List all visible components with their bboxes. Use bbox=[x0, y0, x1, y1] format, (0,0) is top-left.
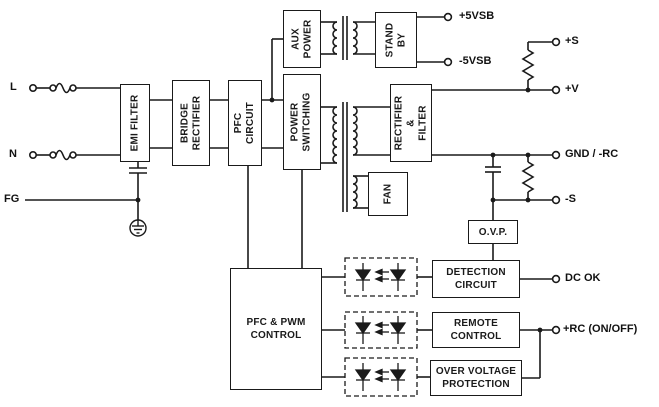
terminal-input-n bbox=[28, 151, 50, 160]
block-label: FAN bbox=[381, 183, 393, 205]
label-gnd-rc: GND / -RC bbox=[565, 148, 619, 160]
block-label: OVER VOLTAGE PROTECTION bbox=[435, 366, 517, 390]
label-plus-s: +S bbox=[565, 35, 579, 47]
resistor-icon-plus-s bbox=[521, 42, 535, 90]
terminal-input-l bbox=[28, 84, 50, 93]
block-ovp: O.V.P. bbox=[468, 220, 518, 244]
label-plus-5vsb: +5VSB bbox=[459, 10, 495, 22]
wire-aux-tap bbox=[271, 38, 283, 100]
block-rectifier-filter: RECTIFIER & FILTER bbox=[390, 84, 432, 162]
label-minus-5vsb: -5VSB bbox=[459, 55, 492, 67]
transformer-icon-main bbox=[321, 102, 390, 212]
block-pfc-circuit: PFC CIRCUIT bbox=[228, 80, 262, 166]
block-aux-power: AUX POWER bbox=[283, 10, 321, 68]
terminal-dc-ok bbox=[551, 274, 561, 284]
block-label: STAND BY bbox=[383, 22, 407, 58]
block-label: BRIDGE RECTIFIER bbox=[179, 95, 202, 151]
terminal-plus-rc bbox=[551, 325, 561, 335]
block-stand-by: STAND BY bbox=[375, 12, 417, 68]
label-plus-rc: +RC (ON/OFF) bbox=[563, 323, 638, 335]
wire-opto-links bbox=[322, 276, 432, 378]
label-input-fg: FG bbox=[4, 193, 20, 205]
fuse-icon bbox=[49, 149, 77, 161]
optocoupler-icon-1 bbox=[344, 257, 418, 297]
block-pfc-pwm-control: PFC & PWM CONTROL bbox=[230, 268, 322, 390]
block-power-switching: POWER SWITCHING bbox=[283, 74, 321, 170]
block-remote-control: REMOTE CONTROL bbox=[432, 312, 520, 348]
block-label: EMI FILTER bbox=[129, 94, 140, 152]
capacitor-icon bbox=[129, 162, 147, 220]
optocoupler-icon-3 bbox=[344, 357, 418, 397]
block-label: PFC CIRCUIT bbox=[233, 102, 257, 144]
block-over-voltage-protection: OVER VOLTAGE PROTECTION bbox=[430, 360, 522, 396]
terminal-plus-s bbox=[551, 37, 561, 47]
block-bridge-rectifier: BRIDGE RECTIFIER bbox=[172, 80, 210, 166]
block-label: POWER SWITCHING bbox=[290, 92, 313, 152]
terminal-minus-5vsb bbox=[443, 57, 453, 67]
junction-dots bbox=[135, 87, 543, 333]
label-input-n: N bbox=[9, 148, 17, 160]
wire-ovp-branch bbox=[522, 330, 541, 379]
capacitor-icon-output bbox=[485, 155, 501, 220]
block-detection-circuit: DETECTION CIRCUIT bbox=[432, 260, 520, 298]
label-input-l: L bbox=[10, 81, 17, 93]
block-label: O.V.P. bbox=[478, 226, 508, 238]
label-minus-s: -S bbox=[565, 193, 576, 205]
terminal-gnd-rc bbox=[551, 150, 561, 160]
fuse-icon bbox=[49, 82, 77, 94]
block-label: RECTIFIER & FILTER bbox=[393, 95, 428, 151]
terminal-minus-s bbox=[551, 195, 561, 205]
block-label: PFC & PWM CONTROL bbox=[246, 317, 306, 341]
label-dc-ok: DC OK bbox=[565, 272, 601, 284]
terminal-plus-v bbox=[551, 85, 561, 95]
transformer-icon-aux bbox=[321, 16, 375, 60]
block-fan: FAN bbox=[368, 172, 408, 216]
block-label: DETECTION CIRCUIT bbox=[446, 267, 506, 291]
wire-bus bbox=[150, 99, 283, 149]
label-plus-v: +V bbox=[565, 83, 579, 95]
block-label: REMOTE CONTROL bbox=[450, 318, 502, 342]
resistor-icon-minus-s bbox=[521, 155, 535, 200]
block-label: AUX POWER bbox=[290, 19, 313, 59]
earth-ground-icon bbox=[129, 219, 147, 237]
optocoupler-icon-2 bbox=[344, 311, 418, 349]
block-emi-filter: EMI FILTER bbox=[120, 84, 150, 162]
terminal-plus-5vsb bbox=[443, 12, 453, 22]
